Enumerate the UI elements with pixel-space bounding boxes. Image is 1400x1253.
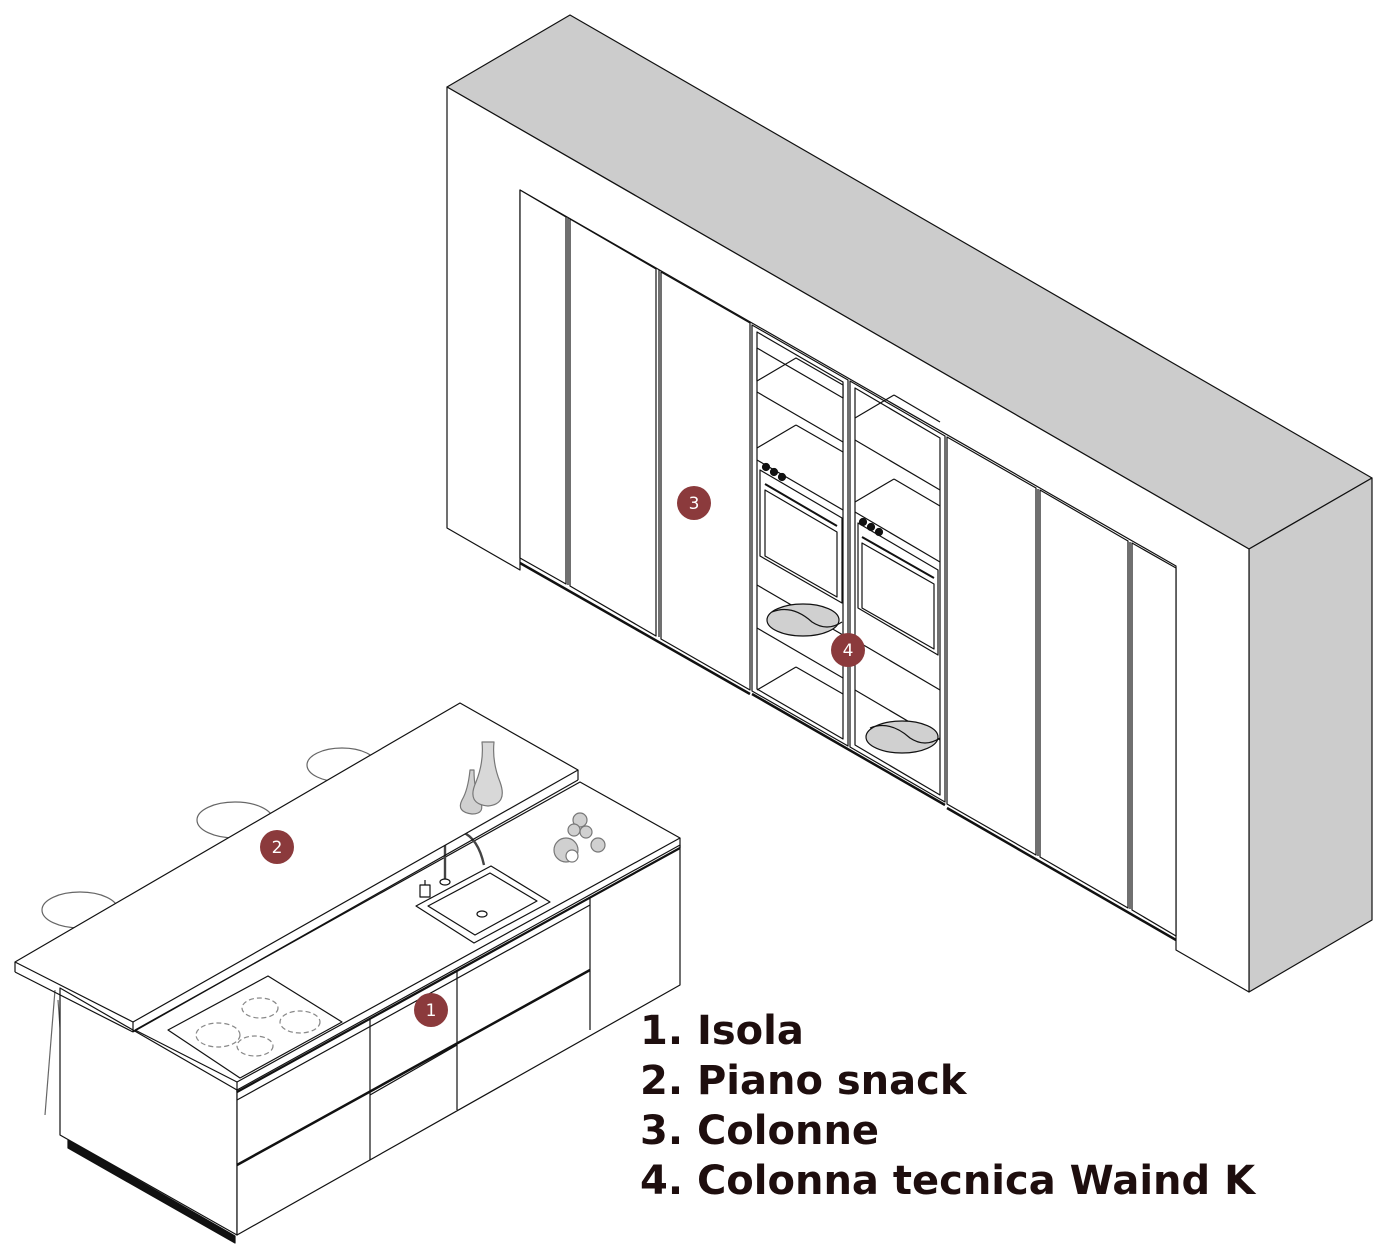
bowl-right	[865, 720, 939, 754]
island	[59, 781, 681, 1244]
wall-front	[446, 86, 1250, 993]
tall-columns	[519, 189, 1177, 942]
bowl-left	[766, 603, 840, 637]
island-side	[236, 844, 681, 1236]
legend-item-colonne: 3. Colonne	[640, 1108, 880, 1154]
marker-1: 1	[414, 993, 448, 1027]
cooktop	[167, 975, 343, 1079]
marker-3: 3	[677, 486, 711, 520]
oven-right	[857, 522, 939, 656]
fruit-bowl	[553, 812, 606, 863]
legend-item-colonna-tecnica: 4. Colonna tecnica Waind K	[640, 1158, 1256, 1204]
svg-text:2: 2	[272, 838, 283, 858]
svg-text:1: 1	[426, 1001, 437, 1021]
technical-column	[751, 324, 946, 807]
svg-text:3: 3	[689, 494, 700, 514]
vase-2	[472, 741, 503, 807]
oven-left	[759, 469, 843, 604]
marker-2: 2	[260, 830, 294, 864]
wall-block	[446, 14, 1373, 993]
legend-item-piano-snack: 2. Piano snack	[640, 1058, 967, 1104]
sink	[415, 865, 551, 944]
svg-text:4: 4	[843, 641, 854, 661]
marker-4: 4	[831, 633, 865, 667]
snack-top	[14, 702, 606, 1033]
legend: 1. Isola 2. Piano snack 3. Colonne 4. Co…	[640, 1006, 1255, 1206]
island-drawers	[236, 897, 591, 1167]
legend-item-isola: 1. Isola	[640, 1008, 804, 1054]
wall-side	[1248, 477, 1373, 993]
